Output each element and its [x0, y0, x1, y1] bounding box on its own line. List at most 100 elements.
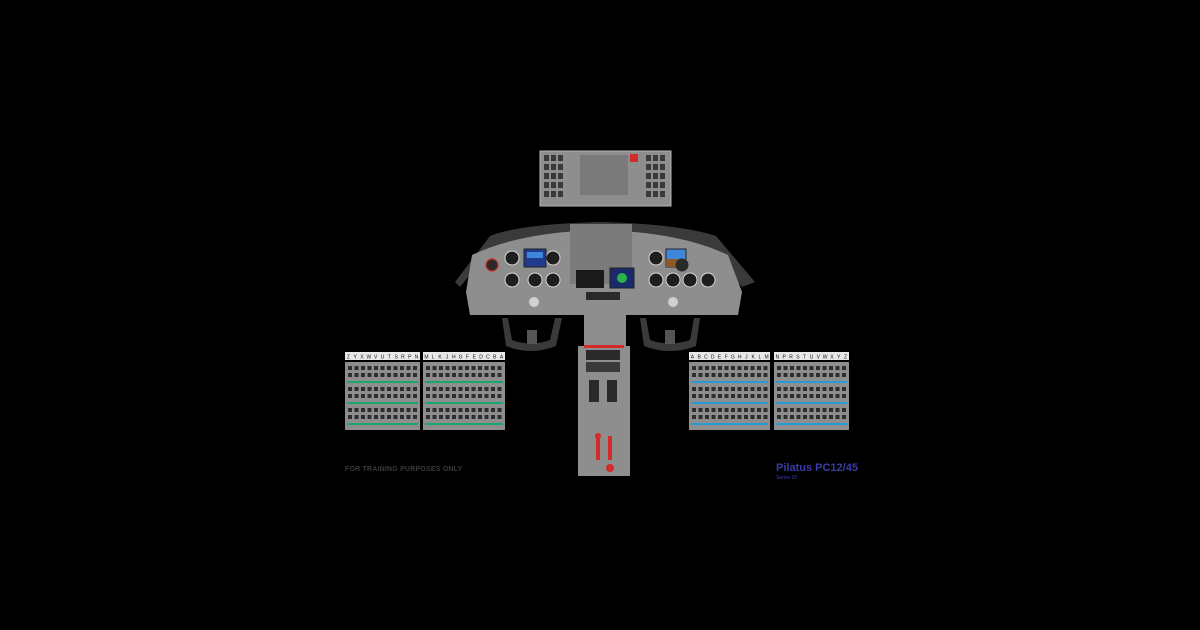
circuit-breaker — [835, 373, 840, 377]
circuit-breaker — [829, 387, 833, 391]
circuit-breaker — [842, 408, 846, 412]
circuit-breaker — [432, 415, 437, 419]
circuit-breaker — [374, 394, 378, 398]
pedestal-upper — [584, 300, 626, 346]
circuit-breaker — [458, 366, 463, 370]
circuit-breaker — [380, 394, 385, 398]
circuit-breaker — [842, 373, 846, 377]
circuit-breaker — [452, 408, 456, 412]
overhead-switch — [558, 191, 563, 197]
circuit-breaker — [816, 366, 820, 370]
circuit-breaker — [705, 408, 709, 412]
circuit-breaker — [406, 408, 411, 412]
circuit-breaker — [439, 387, 443, 391]
circuit-breaker — [790, 408, 794, 412]
breaker-row-letter: C — [704, 355, 708, 361]
overhead-warning-light — [630, 154, 638, 162]
circuit-breaker — [777, 387, 781, 391]
circuit-breaker — [816, 394, 820, 398]
engine-display — [576, 270, 604, 288]
circuit-breaker — [400, 366, 404, 370]
circuit-breaker — [842, 415, 846, 419]
power-lever-slot — [589, 380, 599, 402]
circuit-breaker — [354, 366, 359, 370]
circuit-breaker — [737, 394, 742, 398]
training-disclaimer: FOR TRAINING PURPOSES ONLY — [345, 466, 463, 473]
breaker-row-letter: M — [765, 355, 769, 361]
breaker-row-letter: P — [783, 355, 787, 361]
circuit-breaker — [744, 408, 748, 412]
gauge-icon — [682, 272, 698, 288]
gauge-icon — [665, 272, 681, 288]
gauge-icon — [545, 250, 561, 266]
circuit-breaker — [471, 394, 476, 398]
circuit-breaker — [731, 387, 735, 391]
circuit-breaker — [458, 415, 463, 419]
circuit-breaker — [367, 394, 372, 398]
circuit-breaker — [803, 366, 807, 370]
overhead-switch — [646, 191, 651, 197]
circuit-breaker — [809, 373, 814, 377]
main-instrument-panel — [455, 222, 755, 315]
circuit-breaker — [757, 394, 761, 398]
circuit-breaker — [478, 394, 482, 398]
breaker-row-letter: T — [388, 355, 391, 361]
overhead-switch — [551, 191, 556, 197]
circuit-breaker — [478, 415, 482, 419]
circuit-breaker — [803, 373, 807, 377]
pilot-attitude-sky — [527, 252, 543, 258]
circuit-breaker — [829, 394, 833, 398]
overhead-center-section — [580, 155, 628, 195]
circuit-breaker — [750, 387, 755, 391]
circuit-breaker — [497, 394, 502, 398]
circuit-breaker — [790, 394, 794, 398]
circuit-breaker — [809, 387, 814, 391]
circuit-breaker — [829, 373, 833, 377]
breaker-row-letter: X — [360, 355, 364, 361]
circuit-breaker — [374, 366, 378, 370]
circuit-breaker — [731, 366, 735, 370]
circuit-breaker — [471, 408, 476, 412]
breaker-row-letter: E — [473, 355, 477, 361]
circuit-breaker — [374, 373, 378, 377]
circuit-breaker — [829, 366, 833, 370]
circuit-breaker — [816, 387, 820, 391]
circuit-breaker — [829, 408, 833, 412]
breaker-row-letter: B — [697, 355, 701, 361]
circuit-breaker — [731, 415, 735, 419]
circuit-breaker — [426, 366, 430, 370]
overhead-left-switch-block — [544, 155, 563, 197]
circuit-breaker — [361, 366, 365, 370]
circuit-breaker — [777, 394, 781, 398]
circuit-breaker — [822, 373, 827, 377]
pedestal-autopilot-panel — [586, 362, 620, 372]
circuit-breaker — [777, 408, 781, 412]
circuit-breaker — [822, 366, 827, 370]
overhead-switch — [558, 173, 563, 179]
circuit-breaker — [439, 394, 443, 398]
circuit-breaker — [484, 366, 489, 370]
breaker-row-letter: Z — [347, 355, 350, 361]
circuit-breaker — [393, 408, 398, 412]
circuit-breaker — [777, 415, 781, 419]
circuit-breaker — [439, 373, 443, 377]
breaker-row-letter: D — [479, 355, 483, 361]
circuit-breaker — [406, 373, 411, 377]
circuit-breaker — [465, 394, 469, 398]
circuit-breaker — [796, 366, 801, 370]
gauge-icon — [700, 272, 716, 288]
circuit-breaker — [711, 387, 716, 391]
circuit-breaker — [439, 366, 443, 370]
circuit-breaker — [718, 373, 722, 377]
breaker-row-letter: G — [731, 355, 735, 361]
overhead-switch — [646, 173, 651, 179]
circuit-breaker — [803, 387, 807, 391]
circuit-breaker — [737, 373, 742, 377]
copilot-clock-icon — [675, 258, 689, 272]
circuit-breaker — [711, 394, 716, 398]
circuit-breaker — [458, 387, 463, 391]
circuit-breaker — [724, 366, 729, 370]
breaker-bus-stripe — [347, 381, 418, 383]
